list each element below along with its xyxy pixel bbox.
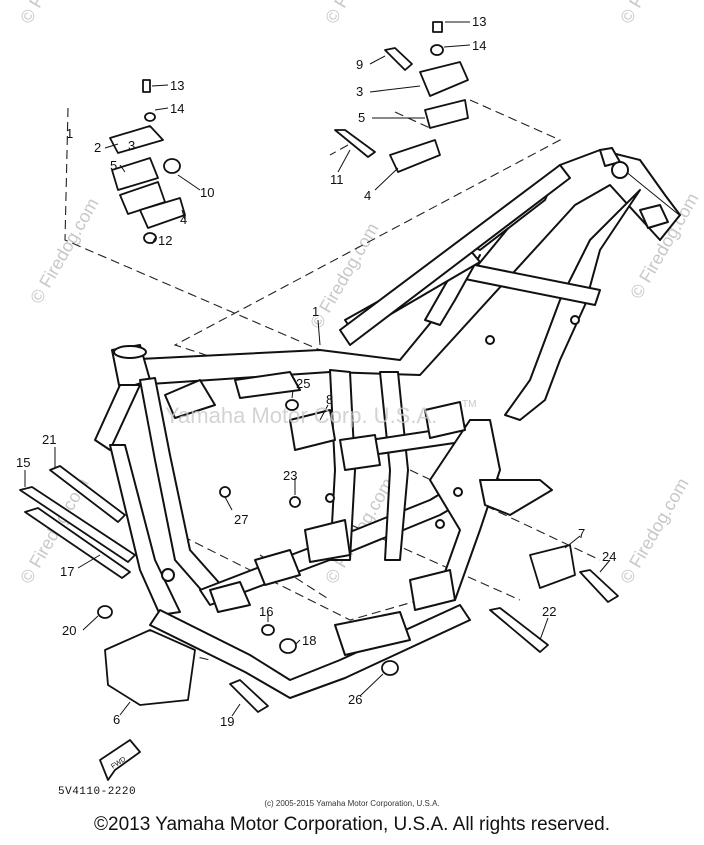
bolt-16: [261, 624, 275, 636]
bracket-3-upper: [419, 61, 469, 97]
nut-14-left: [144, 112, 156, 122]
callout-16: 16: [259, 604, 273, 619]
diagram-part-code: 5V4110-2220: [58, 786, 137, 798]
watermark-site: © Firedog.com: [16, 0, 92, 27]
callout-1: 1: [66, 126, 73, 141]
callout-14: 14: [472, 38, 486, 53]
copyright-notice: ©2013 Yamaha Motor Corporation, U.S.A. A…: [94, 814, 610, 835]
callout-18: 18: [302, 633, 316, 648]
callout-5: 5: [358, 110, 365, 125]
callout-9: 9: [356, 57, 363, 72]
bolt-19: [229, 679, 269, 713]
callout-5: 5: [110, 158, 117, 173]
forward-arrow-icon: [99, 739, 141, 781]
nut-14-upper: [430, 44, 444, 56]
callout-8: 8: [326, 392, 333, 407]
leader-lines: [24, 21, 611, 717]
callouts: 13 14 9 3 5 11 4 13 14 1 2 3 5 10 4 12 1…: [16, 14, 616, 729]
callout-19: 19: [220, 714, 234, 729]
bracket-3-left: [111, 157, 159, 191]
callout-24: 24: [602, 549, 616, 564]
bolt-27: [219, 486, 231, 498]
callout-11: 11: [330, 172, 344, 187]
bolt-25: [285, 399, 299, 411]
bracket-2: [109, 125, 164, 154]
callout-26: 26: [348, 692, 362, 707]
nut-18: [279, 638, 297, 654]
bracket-7: [529, 544, 576, 589]
bolt-24: [579, 569, 619, 603]
callout-13: 13: [472, 14, 486, 29]
callout-6: 6: [113, 712, 120, 727]
bolt-21: [49, 465, 126, 523]
watermark-tm: TM: [462, 399, 476, 410]
callout-7: 7: [578, 526, 585, 541]
callout-2: 2: [94, 140, 101, 155]
bracket-4-left: [139, 197, 186, 229]
callout-4: 4: [364, 188, 371, 203]
small-copyright: (c) 2005-2015 Yamaha Motor Corporation, …: [264, 799, 440, 808]
nut-12: [143, 232, 157, 244]
nut-26: [381, 660, 399, 676]
collar-10: [163, 158, 181, 174]
bolt-22: [489, 607, 549, 653]
callout-22: 22: [542, 604, 556, 619]
callout-4: 4: [180, 212, 187, 227]
callout-21: 21: [42, 432, 56, 447]
cover-6: [104, 629, 196, 706]
nut-20: [97, 605, 113, 619]
bolt-17: [24, 507, 131, 579]
bolt-11: [334, 129, 376, 158]
bracket-4-upper: [389, 139, 441, 173]
callout-10: 10: [200, 185, 214, 200]
callout-13: 13: [170, 78, 184, 93]
callout-23: 23: [283, 468, 297, 483]
watermark-center: Yamaha Motor Corp. U.S.A.: [165, 403, 437, 428]
bolt-15: [19, 486, 136, 563]
callout-27: 27: [234, 512, 248, 527]
callout-14: 14: [170, 101, 184, 116]
bolt-13-left: [142, 79, 151, 93]
callout-1: 1: [312, 304, 319, 319]
callout-17: 17: [60, 564, 74, 579]
callout-3: 3: [356, 84, 363, 99]
callout-20: 20: [62, 623, 76, 638]
watermark-site: © Firedog.com: [616, 475, 692, 587]
bracket-5-upper: [424, 99, 469, 129]
loose-parts: [19, 21, 619, 781]
callout-25: 25: [296, 376, 310, 391]
callout-12: 12: [158, 233, 172, 248]
callout-3: 3: [128, 138, 135, 153]
motorcycle-frame: [94, 147, 681, 699]
callout-15: 15: [16, 455, 30, 470]
bolt-13-upper: [432, 21, 443, 33]
watermark-site: © Firedog.com: [321, 0, 397, 27]
bolt-23: [289, 496, 301, 508]
bolt-9: [384, 47, 413, 71]
watermark-site: © Firedog.com: [616, 0, 692, 27]
